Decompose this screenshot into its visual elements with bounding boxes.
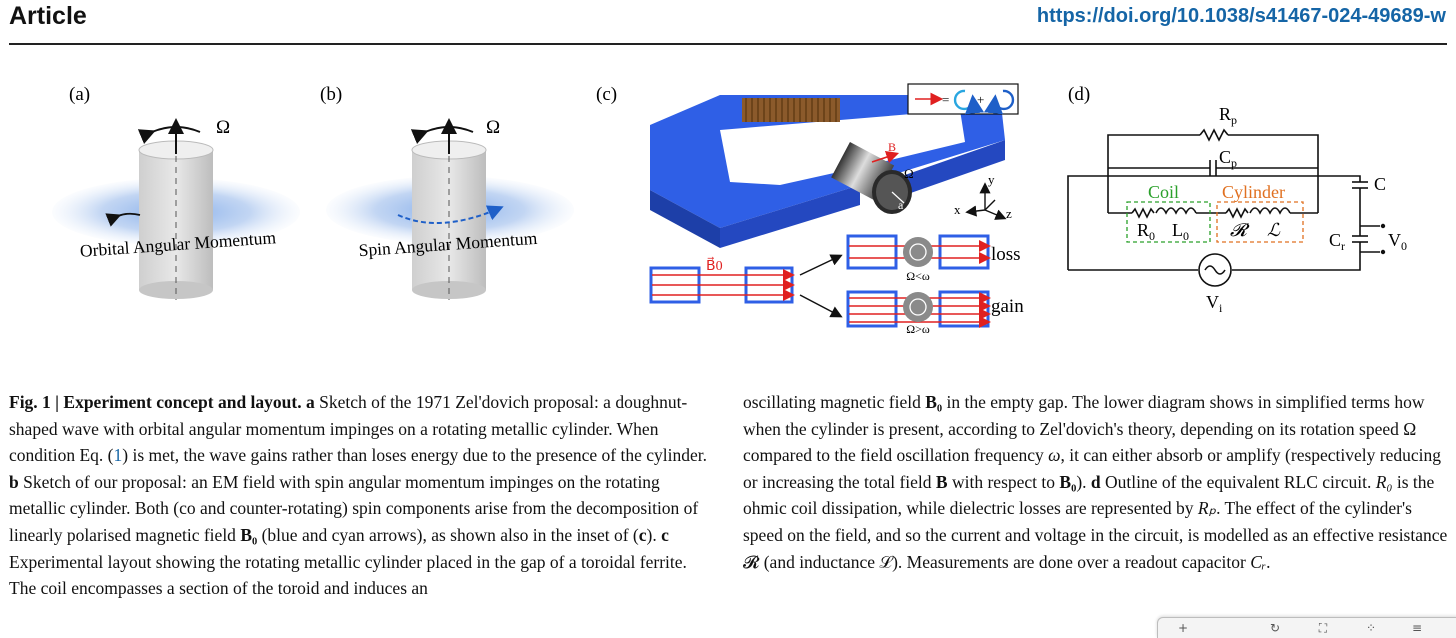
page-header: Article https://doi.org/10.1038/s41467-0… (0, 0, 1456, 46)
caption-segment: Sketch of our proposal: an EM field with… (9, 471, 699, 545)
b-field-label: B (888, 140, 896, 154)
panel-label-c: (c) (596, 84, 617, 105)
figure-1: (a) (b) (c) (d) Ω Orbital Angular Moment… (52, 83, 1407, 336)
caption-segment: Outline of the equivalent RLC circuit. (1100, 471, 1376, 492)
refresh-icon[interactable]: ↻ (1269, 621, 1281, 635)
caption-segment: Experimental layout showing the rotating… (9, 551, 687, 599)
caption-segment: Cᵣ (1250, 551, 1267, 572)
panel-b-sketch: Ω Spin Angular Momentum (326, 117, 574, 300)
cr-label: Cr (1329, 230, 1345, 253)
c-label: C (1374, 174, 1386, 194)
caption-segment: B₀ (925, 392, 943, 412)
viewer-toolbar: + ↻ ⛶ ⁘ ≡ (1157, 617, 1456, 638)
caption-segment: B₀ (240, 524, 258, 545)
axis-x: x (954, 202, 961, 217)
caption-segment: ω (1048, 445, 1061, 466)
section-label: Article (9, 2, 87, 30)
rp-label: Rp (1219, 104, 1237, 127)
coil-label: Coil (1148, 182, 1179, 202)
r0-label: R0 (1137, 220, 1155, 243)
caption-segment: with respect to (947, 471, 1060, 492)
caption-segment: Sketch of the 1971 Zel'dovich proposal: … (9, 392, 688, 466)
caption-segment: B₀ (1059, 471, 1077, 492)
radius-label: a (898, 198, 904, 212)
panel-c-inset: = + (907, 83, 1019, 115)
caption-segment: b (9, 471, 19, 492)
terminal-top (1380, 223, 1386, 229)
panel-d-circuit (1067, 128, 1380, 287)
l0-label: L0 (1172, 220, 1189, 243)
caption-segment: c (661, 524, 669, 545)
caption-segment: oscillating magnetic field (743, 392, 926, 412)
caption-segment: . (1266, 551, 1271, 572)
menu-icon[interactable]: ≡ (1411, 621, 1423, 635)
axis-z: z (1006, 206, 1012, 221)
cylinder-box (1216, 201, 1304, 243)
caption-column-2: oscillating magnetic field B₀ in the emp… (743, 389, 1449, 575)
loss-label: loss (991, 244, 1021, 265)
caption-segment: ). (646, 524, 662, 545)
inset-plus: + (977, 92, 984, 107)
panel-a-sketch: Ω Orbital Angular Momentum (52, 117, 300, 300)
caption-segment: R₀ (1375, 471, 1393, 492)
caption-segment: c (638, 524, 647, 545)
caption-segment: B (935, 471, 948, 492)
loss-condition: Ω<ω (906, 269, 930, 283)
vi-label: Vi (1206, 292, 1223, 315)
panel-label-d: (d) (1068, 84, 1090, 105)
fullscreen-icon[interactable]: ⛶ (1318, 621, 1328, 635)
cylinder-label: Cylinder (1222, 182, 1285, 202)
zoom-icon[interactable]: + (1177, 621, 1189, 635)
panel-label-a: (a) (69, 84, 90, 105)
v0-label: V0 (1388, 230, 1407, 253)
caption-segment: (blue and cyan arrows), as shown also in… (257, 524, 639, 545)
gain-label: gain (991, 296, 1024, 317)
cp-label: Cp (1219, 147, 1237, 170)
gain-condition: Ω>ω (906, 322, 930, 336)
panel-c-field-diagram: B⃗0 Ω<ω loss Ω>ω gain (649, 234, 1024, 336)
axis-y: y (988, 172, 995, 187)
caption-segment[interactable]: 1 (113, 445, 123, 466)
b0-label: B⃗0 (706, 256, 723, 274)
caption-segment: d (1090, 471, 1101, 492)
caption-segment: in the empty gap. The lower diagram show… (743, 392, 1425, 466)
lcal-label: ℒ (1267, 220, 1281, 240)
rotation-omega-label: Ω (904, 166, 914, 181)
caption-segment: ) is met, the wave gains rather than los… (122, 445, 708, 466)
header-rule (9, 43, 1447, 45)
caption-segment: Fig. 1 | Experiment concept and layout. … (9, 392, 315, 412)
panel-c-ferrite: a B Ω y z x (650, 95, 1012, 248)
caption-segment: is the ohmic coil dissipation, while die… (743, 471, 1435, 519)
omega-label: Ω (486, 117, 500, 138)
caption-column-1: Fig. 1 | Experiment concept and layout. … (9, 389, 714, 602)
panel-label-b: (b) (320, 84, 342, 105)
caption-segment: Rₚ (1197, 498, 1217, 519)
grid-icon[interactable]: ⁘ (1365, 621, 1377, 635)
inset-equals: = (942, 92, 949, 107)
terminal-bottom (1380, 249, 1386, 255)
rcal-label: 𝓡 (1230, 220, 1250, 240)
caption-segment: , it can either absorb or amplify (respe… (743, 445, 1442, 492)
caption-segment: ). (1076, 471, 1091, 492)
doi-link[interactable]: https://doi.org/10.1038/s41467-024-49689… (1036, 5, 1446, 27)
omega-label: Ω (216, 117, 230, 138)
coil-box (1126, 201, 1211, 243)
caption-segment: . The effect of the cylinder's speed on … (743, 498, 1448, 572)
